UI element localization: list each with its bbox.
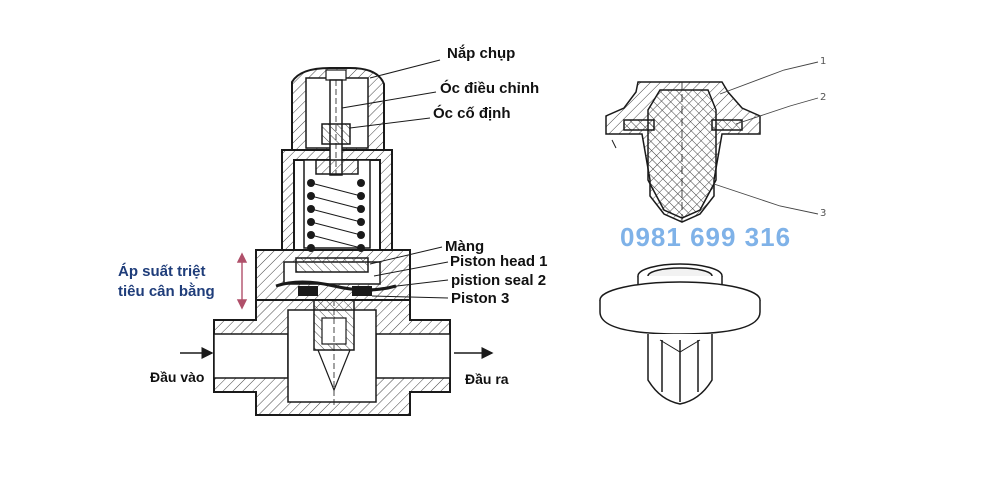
pressure-label-line1: Áp suất triệt bbox=[118, 263, 206, 280]
piston-head-label: Piston head 1 bbox=[450, 253, 548, 270]
part-number-1: 1 bbox=[820, 56, 827, 67]
piston-section-drawing bbox=[605, 81, 761, 223]
piston-3d-drawing bbox=[599, 263, 761, 405]
inlet-label: Đầu vào bbox=[150, 369, 205, 385]
membrane-label: Màng bbox=[445, 238, 485, 255]
fix-screw-label: Óc cố định bbox=[433, 105, 511, 122]
piston-seal-label: pistion seal 2 bbox=[451, 272, 547, 289]
housing bbox=[255, 249, 411, 301]
valve-body bbox=[213, 299, 451, 416]
pressure-label-line2: tiêu cân bằng bbox=[118, 283, 215, 300]
adjust-screw-part bbox=[315, 79, 359, 176]
part-leader-lines bbox=[713, 61, 819, 215]
phone-watermark: 0981 699 316 bbox=[620, 222, 792, 252]
adjust-screw-label: Óc điều chỉnh bbox=[440, 80, 540, 97]
part-number-3: 3 bbox=[820, 208, 827, 219]
part-number-2: 2 bbox=[820, 92, 827, 103]
spring bbox=[307, 179, 365, 252]
leader-lines bbox=[341, 59, 449, 299]
cap-label: Nắp chụp bbox=[447, 45, 516, 62]
outlet-label: Đầu ra bbox=[465, 371, 509, 387]
pressure-range-arrow bbox=[236, 252, 248, 310]
piston-label: Piston 3 bbox=[451, 290, 510, 307]
